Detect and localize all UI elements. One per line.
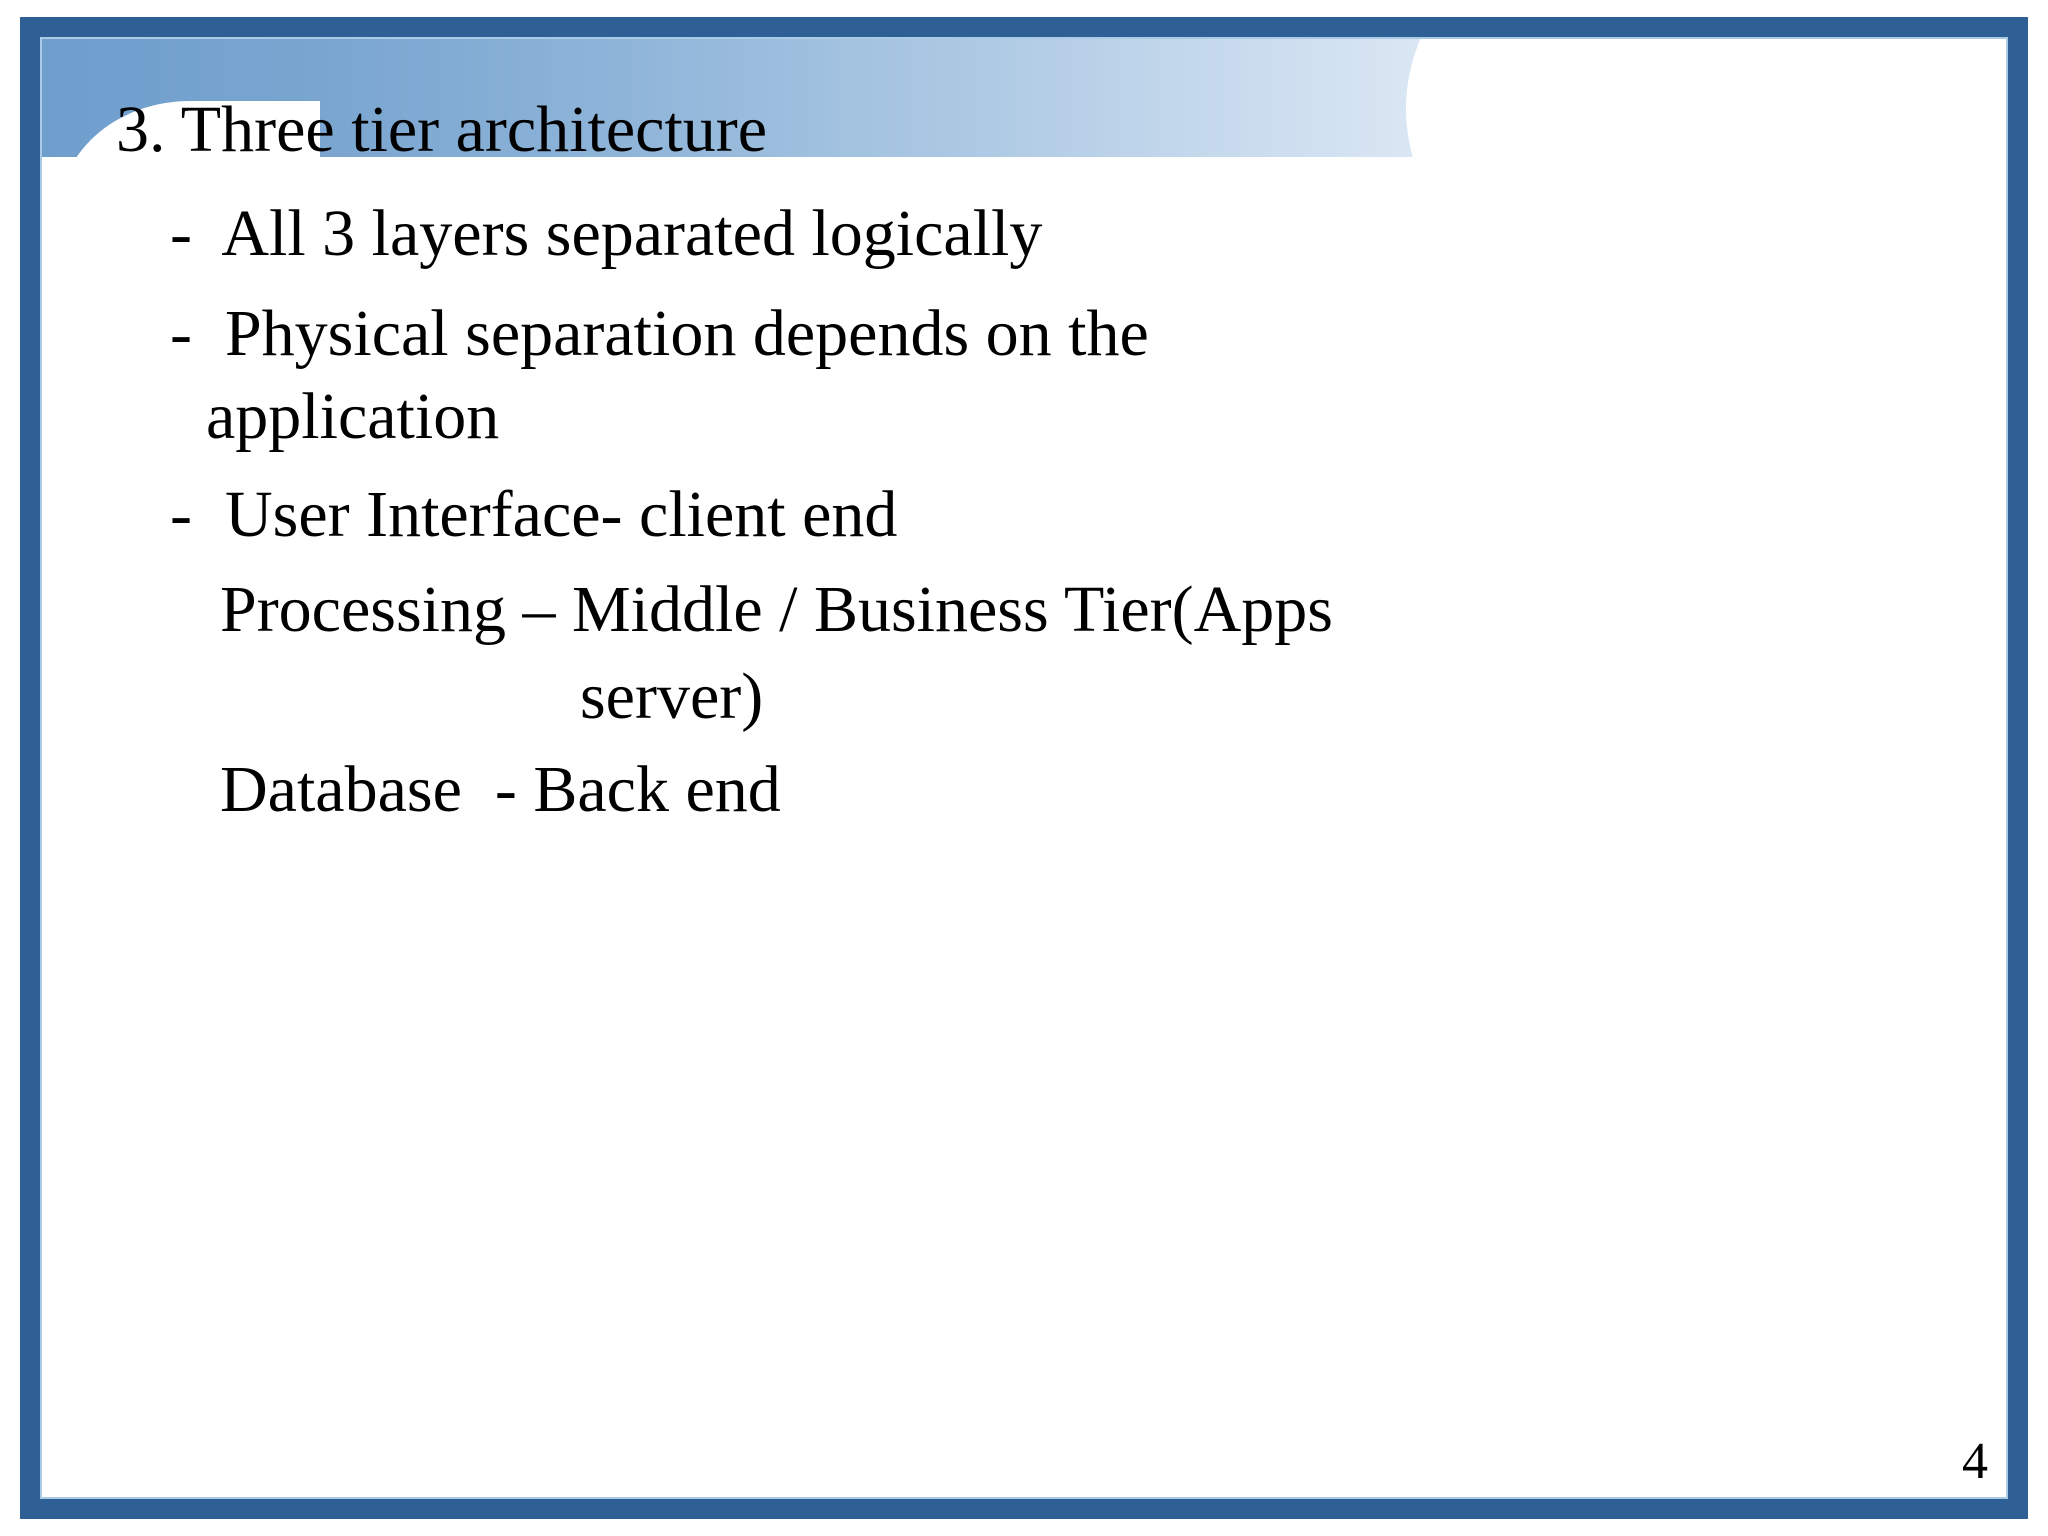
header-decoration-band <box>42 39 2006 157</box>
slide-content-area: 3. Three tier architecture - All 3 layer… <box>42 39 2006 1497</box>
text-apps-server-continuation: server) <box>580 660 764 733</box>
slide-text-body: 3. Three tier architecture - All 3 layer… <box>42 39 2006 1497</box>
bullet-all-layers-separated: - All 3 layers separated logically <box>170 197 1043 270</box>
bullet-physical-separation-continuation: application <box>206 380 500 453</box>
bullet-physical-separation: - Physical separation depends on the <box>170 297 1149 370</box>
text-database-back-end: Database - Back end <box>220 753 781 826</box>
slide-page-number: 4 <box>1962 1433 1988 1490</box>
header-white-arc-shape <box>1406 39 2006 157</box>
slide-title: 3. Three tier architecture <box>116 93 768 166</box>
header-white-cutout-shape <box>60 101 320 301</box>
text-processing-middle-business-tier: Processing – Middle / Business Tier(Apps <box>220 573 1333 646</box>
bullet-user-interface-client-end: - User Interface- client end <box>170 478 898 551</box>
